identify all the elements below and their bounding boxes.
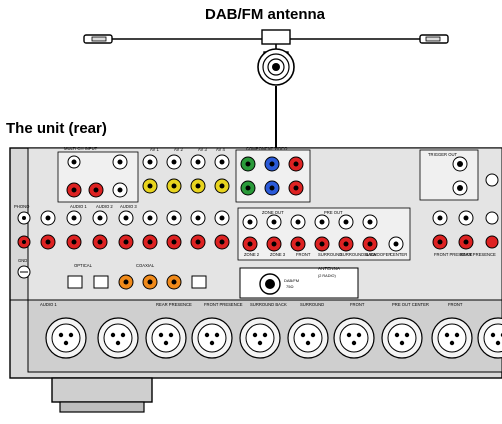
- label-front-out2: FRONT: [448, 302, 463, 307]
- label-av4: AV 4: [216, 147, 225, 152]
- xlr-connector: [97, 317, 139, 359]
- xlr-connector: [431, 317, 473, 359]
- antenna-title: DAB/FM antenna: [205, 6, 325, 23]
- label-audio2: AUDIO 2: [96, 204, 113, 209]
- panel-labels: MULTI CH INPUT COMPONENT VIDEO ZONE OUT …: [14, 146, 496, 307]
- label-phono: PHONO: [14, 204, 30, 209]
- xlr-connector: [333, 317, 375, 359]
- label-surround: SURROUND: [318, 252, 342, 257]
- label-subwoofer: SUBWOOFER: [364, 252, 391, 257]
- xlr-connector: [477, 317, 502, 359]
- xlr-connector: [145, 317, 187, 359]
- xlr-connector: [45, 317, 87, 359]
- input-jacks: [57, 149, 499, 203]
- xlr-outputs: [45, 317, 502, 359]
- label-front-out: FRONT: [350, 302, 365, 307]
- label-pre-out-center: PRE OUT CENTER: [392, 302, 429, 307]
- unit-title: The unit (rear): [6, 120, 107, 137]
- label-rear-presence-out: REAR PRESENCE: [156, 302, 192, 307]
- label-antenna-sub: (2 RADIO): [318, 274, 336, 278]
- label-audio1: AUDIO 1: [70, 204, 87, 209]
- label-coaxial: COAXIAL: [136, 263, 155, 268]
- label-multi-ch-input: MULTI CH INPUT: [64, 146, 98, 151]
- xlr-connector: [287, 317, 329, 359]
- label-front-presence: FRONT PRESENCE: [434, 252, 473, 257]
- label-av1: AV 1: [150, 147, 159, 152]
- label-antenna: ANTENNA: [318, 266, 341, 271]
- label-dab-fm: DAB/FM: [284, 278, 299, 283]
- label-audio-out: AUDIO 1: [40, 302, 57, 307]
- label-ohm: 75Ω: [286, 284, 293, 289]
- xlr-connector: [191, 317, 233, 359]
- xlr-connector: [381, 317, 423, 359]
- label-pre-out: PRE OUT: [324, 210, 343, 215]
- label-audio3: AUDIO 3: [120, 204, 137, 209]
- label-front-presence-out: FRONT PRESENCE: [204, 302, 243, 307]
- label-surround-out: SURROUND: [300, 302, 324, 307]
- label-component-video: COMPONENT VIDEO: [246, 146, 288, 151]
- label-center: CENTER: [390, 252, 407, 257]
- xlr-connector: [239, 317, 281, 359]
- label-rear-presence: REAR PRESENCE: [460, 252, 496, 257]
- label-av2: AV 2: [174, 147, 183, 152]
- label-sur-back: SURROUND BACK: [340, 252, 377, 257]
- label-zone2: ZONE 2: [244, 252, 260, 257]
- label-zone3: ZONE 3: [270, 252, 286, 257]
- label-front-l: FRONT: [296, 252, 311, 257]
- label-optical: OPTICAL: [74, 263, 93, 268]
- label-sur-back-out: SURROUND BACK: [250, 302, 287, 307]
- label-av3: AV 3: [198, 147, 207, 152]
- label-trigger-out: TRIGGER OUT: [428, 152, 458, 157]
- audio-jacks: [17, 207, 499, 290]
- label-gnd: GND: [18, 258, 27, 263]
- label-zone-out: ZONE OUT: [262, 210, 284, 215]
- antenna-terminal: [239, 267, 359, 299]
